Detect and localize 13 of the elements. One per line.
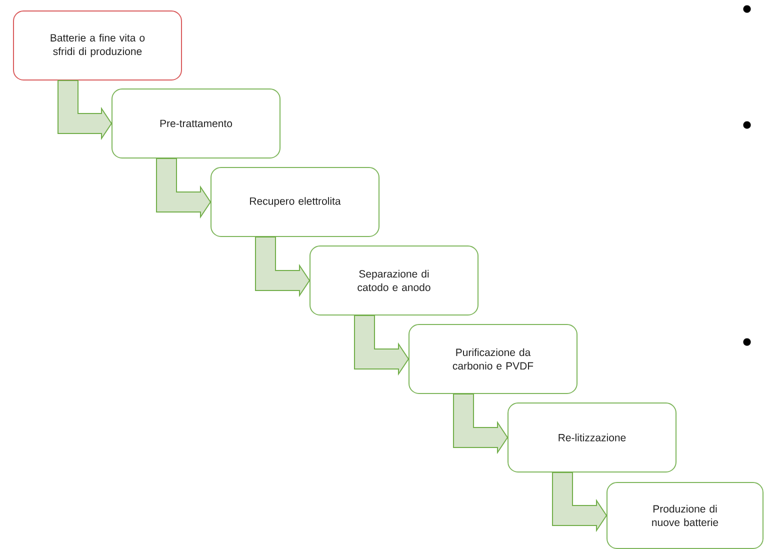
bent-arrow [453,394,508,454]
process-box: Pre-trattamento [112,88,280,158]
bent-arrow [255,236,310,298]
process-box: Recupero elettrolita [210,167,380,237]
process-box: Produzione di nuove batterie [606,482,764,549]
process-box: Re-litizzazione [508,402,676,472]
bent-arrow [354,315,410,376]
process-box: Batterie a fine vita o sfridi di produzione [13,10,182,80]
bent-arrow [156,158,212,219]
process-box: Purificazione da carbonio e PVDF [408,324,578,394]
bent-arrow [552,472,608,532]
process-box: Separazione di catodo e anodo [310,246,478,316]
bent-arrow [58,80,112,140]
